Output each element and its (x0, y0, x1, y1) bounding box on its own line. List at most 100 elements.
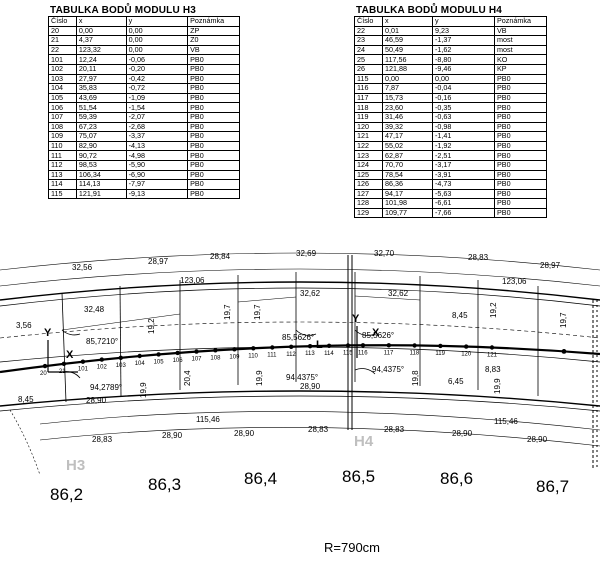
angle-label: 85,5626° (282, 333, 314, 342)
dim-vertical: 20,4 (183, 370, 192, 386)
dim-small: 8,83 (485, 365, 501, 374)
dim-inner: 32,48 (84, 305, 105, 314)
angle-arc (295, 329, 317, 336)
dim-vertical: 19,9 (255, 370, 264, 386)
dim-top: 28,83 (468, 253, 489, 262)
dim-vertical: 19,2 (489, 302, 498, 318)
survey-point (61, 361, 67, 366)
dimension-line-bottom-1 (39, 411, 600, 431)
angle-label: 94,4375° (286, 373, 318, 382)
station-label: 86,6 (440, 469, 473, 488)
dim-inner: 32,62 (388, 289, 409, 298)
survey-point (175, 350, 180, 356)
angle-label: 94,2789° (90, 383, 122, 392)
dim-vertical: 19,7 (559, 312, 568, 328)
dim-small: 6,45 (448, 377, 464, 386)
dim-bottom: 28,83 (308, 425, 329, 434)
angle-arc (354, 368, 376, 375)
table-cell: 115 (48, 188, 77, 200)
axis-x-label: X (372, 327, 380, 339)
angle-label: 94,4375° (372, 365, 404, 374)
survey-point-label: 107 (192, 357, 203, 363)
dim-vertical: 19,9 (493, 378, 502, 394)
table-cell: 121,91 (75, 188, 127, 200)
survey-point (345, 343, 351, 348)
module-label-h3: H3 (66, 457, 85, 474)
survey-point-label: 105 (154, 359, 165, 365)
dim-vertical: 19,8 (411, 370, 420, 386)
survey-point-label: 121 (487, 353, 498, 359)
survey-point (232, 347, 237, 352)
dim-top: 32,70 (374, 249, 395, 258)
survey-point-label: 111 (267, 353, 277, 359)
survey-point (412, 343, 417, 348)
station-label: 86,3 (148, 475, 181, 494)
angle-label: 85,5626° (362, 331, 394, 340)
survey-point-label: 104 (135, 361, 146, 367)
dim-bottom: 28,90 (162, 431, 183, 440)
deck-top-edge (0, 281, 600, 301)
dim-top-total: 123,06 (180, 276, 205, 285)
dim-top: 28,97 (148, 257, 169, 266)
survey-point (561, 349, 567, 354)
dimension-line-bottom-2 (39, 427, 600, 447)
survey-point-label: 112 (286, 352, 296, 358)
survey-point-label: 114 (324, 351, 334, 357)
dimension-line-top-2 (0, 268, 600, 287)
survey-point-label: 113 (305, 351, 315, 357)
axis-y-label: Y (352, 313, 360, 325)
survey-point (156, 352, 161, 357)
survey-point (194, 349, 199, 354)
survey-point (360, 343, 366, 348)
table-h4-title: TABULKA BODŮ MODULU H4 (356, 5, 503, 16)
dim-bottom: 28,83 (384, 425, 405, 434)
axis-x-label: X (66, 349, 74, 361)
dim-vertical: 19,9 (139, 382, 148, 398)
survey-point (326, 343, 332, 348)
station-label: 86,2 (50, 485, 83, 504)
angle-arc (354, 329, 376, 336)
dim-top: 32,69 (296, 249, 317, 258)
survey-point-label: 101 (78, 367, 89, 373)
dim-vertical: 19,7 (223, 304, 232, 320)
diagonal (237, 296, 297, 303)
girder (61, 292, 67, 403)
survey-point-label: 116 (358, 350, 368, 356)
station-label: 86,4 (244, 469, 277, 488)
survey-point-label: 119 (435, 351, 445, 357)
dim-bottom: 28,90 (234, 429, 255, 438)
survey-point-label: 110 (248, 353, 258, 359)
survey-point (80, 359, 86, 364)
survey-point (386, 343, 391, 348)
left-arc (9, 409, 41, 476)
dim-top: 28,84 (210, 252, 231, 261)
survey-point (489, 345, 495, 350)
dim-small: 8,45 (18, 395, 34, 404)
dim-inner: 32,62 (300, 289, 321, 298)
survey-point-label: 109 (229, 354, 240, 360)
table-cell: PB0 (494, 207, 547, 219)
survey-point (289, 344, 294, 349)
dim-mid: 28,90 (86, 396, 107, 405)
survey-point-label: 108 (210, 355, 221, 361)
radius-label: R=790cm (324, 540, 380, 555)
module-label-h4: H4 (354, 433, 374, 450)
dim-top: 28,97 (540, 261, 561, 270)
dimension-line-top-1 (0, 252, 600, 271)
survey-point-label: 120 (461, 352, 472, 358)
table-cell: PB0 (187, 188, 240, 200)
survey-point (464, 344, 469, 349)
survey-point-label: 102 (97, 365, 108, 371)
survey-point-label: 20 (40, 371, 47, 377)
